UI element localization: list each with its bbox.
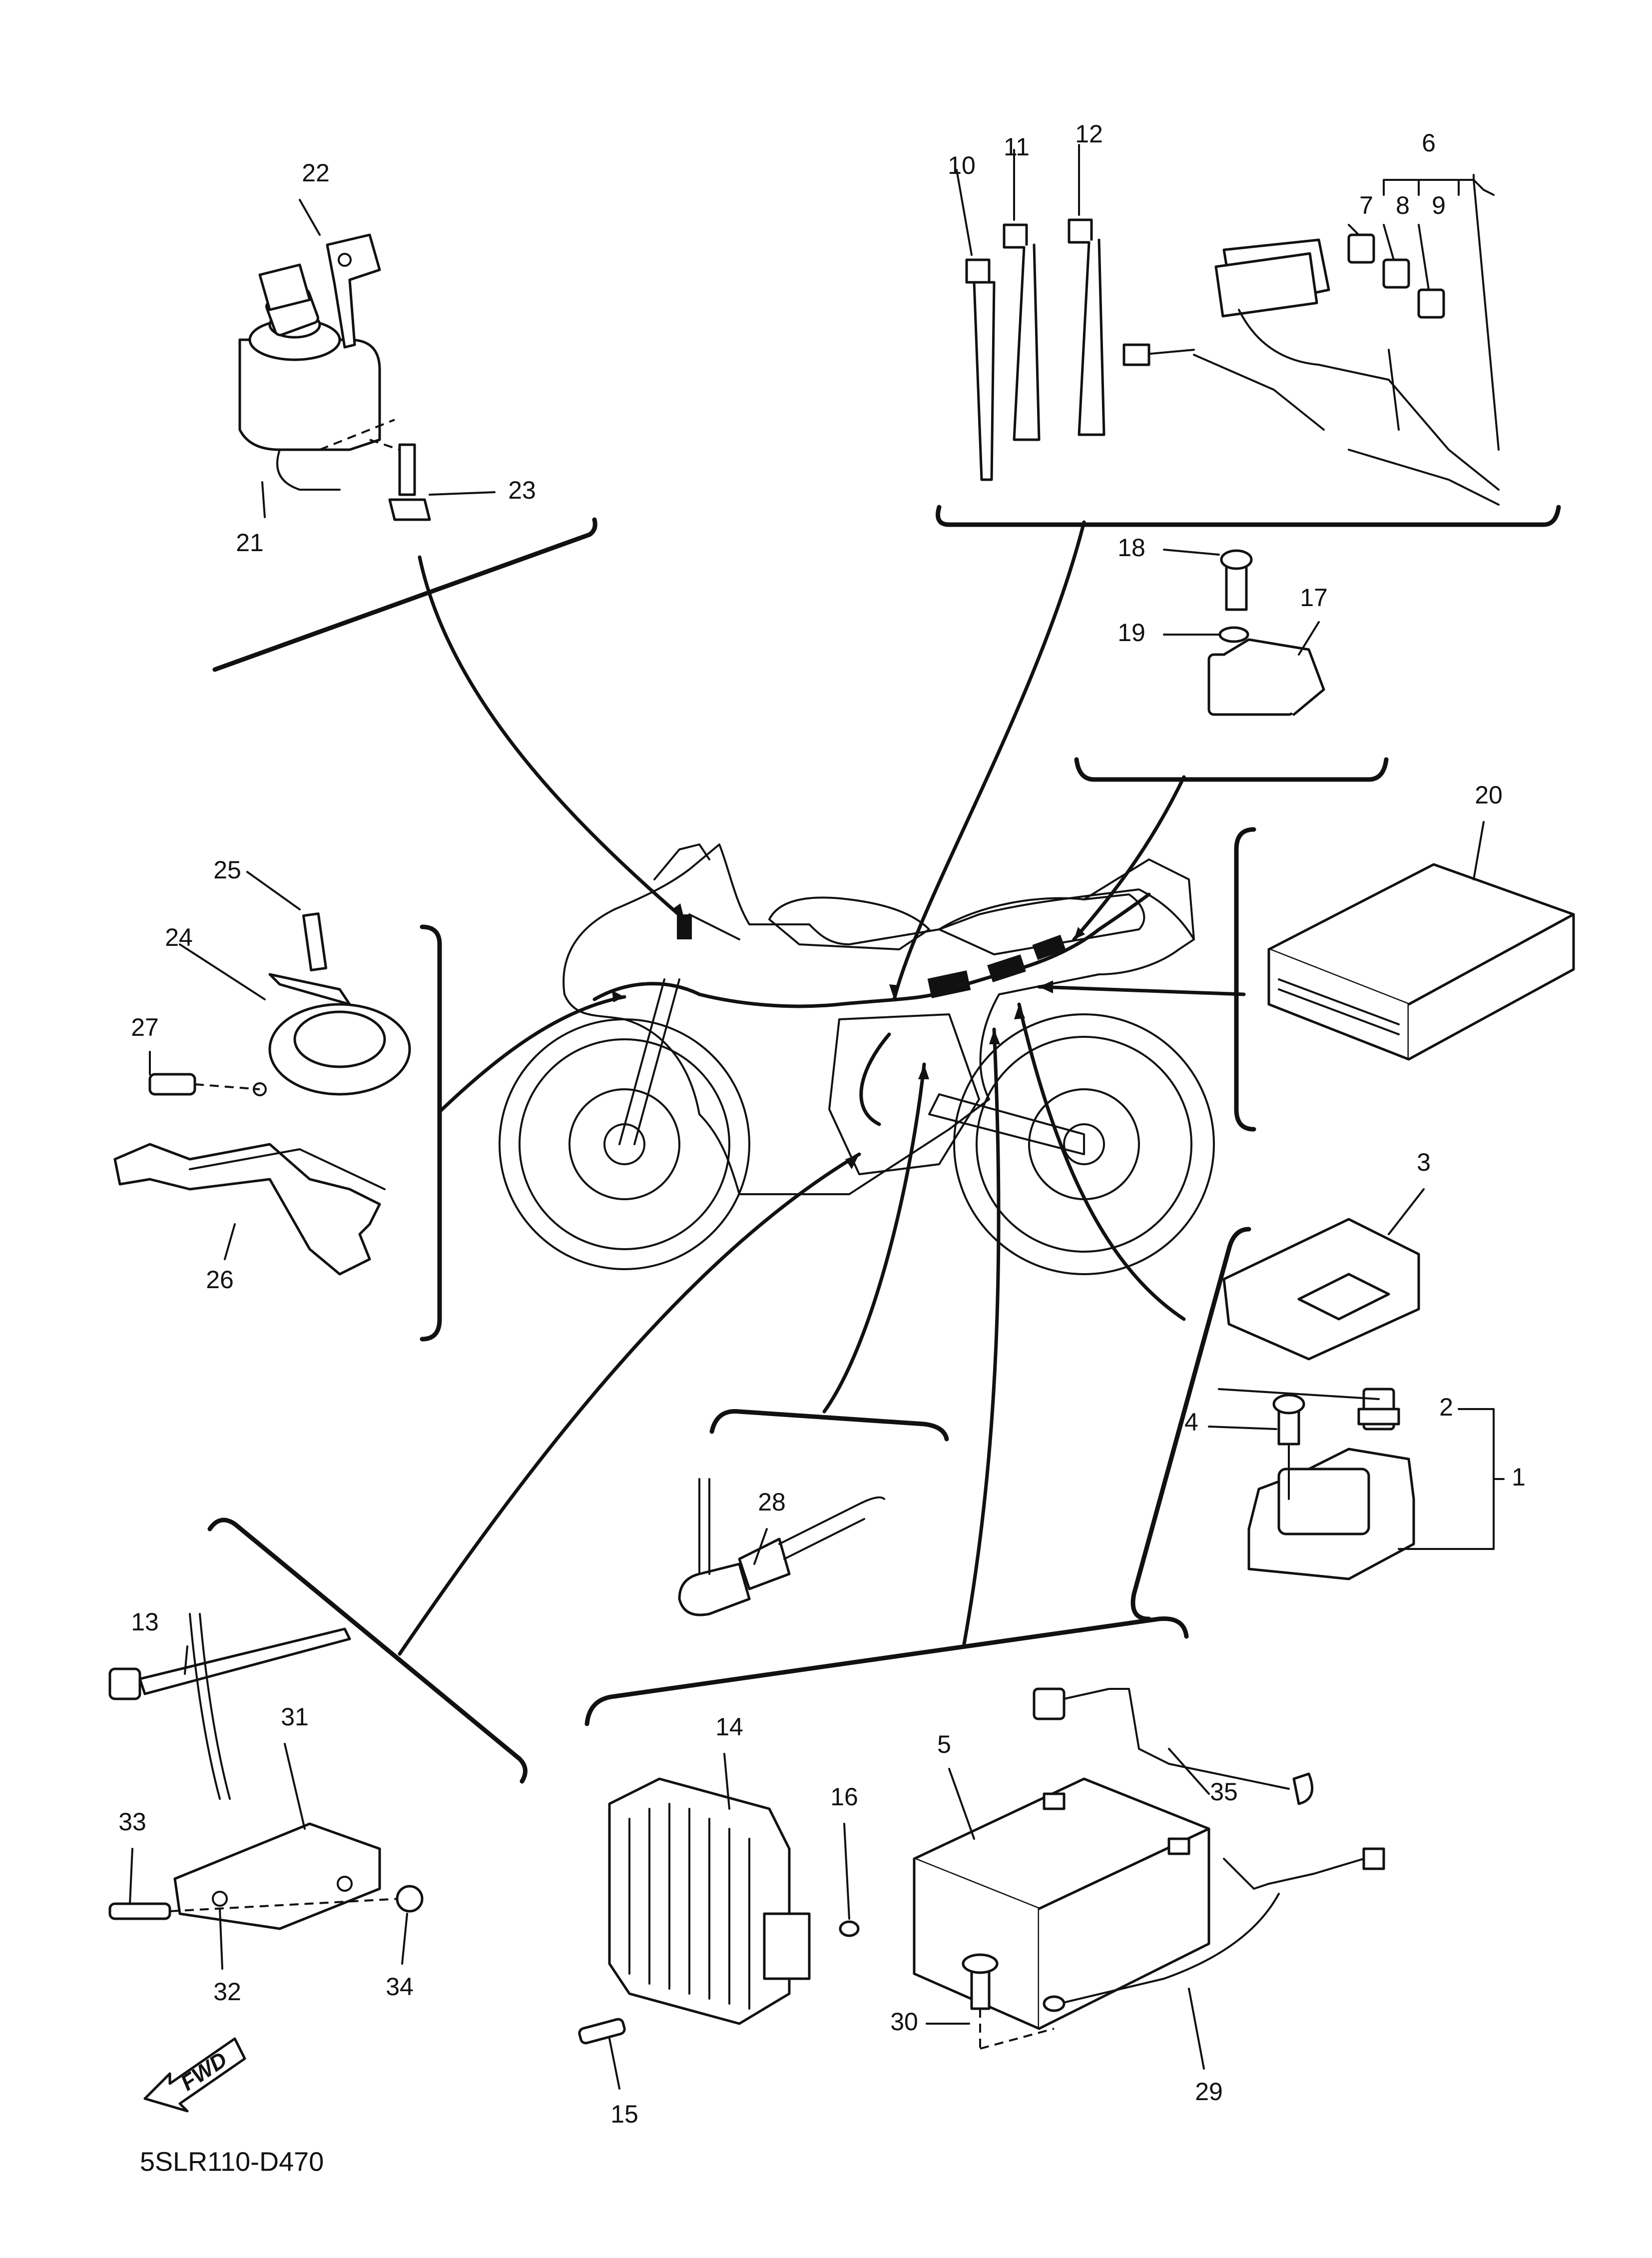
callout-16: 16 bbox=[830, 1783, 858, 1811]
ecu-box bbox=[1267, 863, 1575, 1061]
battery-assembly bbox=[913, 1687, 1385, 2050]
callout-32: 32 bbox=[213, 1978, 241, 2006]
leader-lines bbox=[398, 520, 1246, 1656]
callout-3: 3 bbox=[1417, 1148, 1431, 1176]
callout-25: 25 bbox=[213, 856, 241, 884]
diagram-code: 5SLR110-D470 bbox=[140, 2147, 324, 2177]
callout-8: 8 bbox=[1396, 191, 1410, 219]
callout-9: 9 bbox=[1432, 191, 1446, 219]
relay-assembly bbox=[1207, 549, 1325, 716]
callout-11: 11 bbox=[1004, 133, 1030, 161]
callout-20: 20 bbox=[1475, 781, 1503, 809]
callout-24: 24 bbox=[165, 923, 193, 951]
callout-31: 31 bbox=[281, 1703, 309, 1731]
panel-frames bbox=[207, 505, 1561, 1784]
callout-12: 12 bbox=[1075, 120, 1103, 148]
sensor-28 bbox=[678, 1478, 885, 1616]
callout-19: 19 bbox=[1117, 619, 1145, 647]
starter-relay-assembly bbox=[1222, 1218, 1420, 1580]
callout-2: 2 bbox=[1439, 1393, 1453, 1421]
callout-13: 13 bbox=[131, 1608, 159, 1636]
callout-5: 5 bbox=[937, 1730, 951, 1758]
callout-14: 14 bbox=[715, 1713, 743, 1741]
callout-26: 26 bbox=[206, 1266, 234, 1294]
callout-leaders bbox=[129, 144, 1505, 2090]
fwd-arrow-icon: FWD bbox=[143, 2037, 246, 2113]
callout-27: 27 bbox=[131, 1013, 159, 1041]
callout-28: 28 bbox=[758, 1488, 786, 1516]
callout-23: 23 bbox=[508, 476, 536, 504]
callout-21: 21 bbox=[236, 529, 264, 557]
horn-assembly bbox=[113, 912, 411, 1276]
main-switch-assembly bbox=[238, 233, 431, 521]
callout-29: 29 bbox=[1195, 2078, 1223, 2106]
callout-17: 17 bbox=[1300, 584, 1328, 612]
callout-22: 22 bbox=[302, 159, 330, 187]
callout-34: 34 bbox=[386, 1973, 414, 2001]
callout-1: 1 bbox=[1512, 1463, 1526, 1491]
callout-30: 30 bbox=[890, 2008, 918, 2036]
callout-18: 18 bbox=[1117, 534, 1145, 562]
callout-10: 10 bbox=[948, 151, 976, 179]
callout-15: 15 bbox=[610, 2100, 638, 2128]
callout-6: 6 bbox=[1422, 129, 1436, 157]
callout-labels: 22 21 23 10 11 12 6 7 8 9 18 19 17 20 25… bbox=[118, 120, 1526, 2128]
callout-33: 33 bbox=[118, 1808, 146, 1836]
rectifier-regulator bbox=[578, 1777, 860, 2045]
callout-7: 7 bbox=[1359, 191, 1373, 219]
callout-4: 4 bbox=[1184, 1408, 1198, 1436]
bracket-assembly-31 bbox=[108, 1613, 424, 1930]
motorcycle-outline bbox=[499, 843, 1215, 1275]
callout-35: 35 bbox=[1210, 1778, 1238, 1806]
cable-ties-and-fuses bbox=[965, 218, 1500, 506]
